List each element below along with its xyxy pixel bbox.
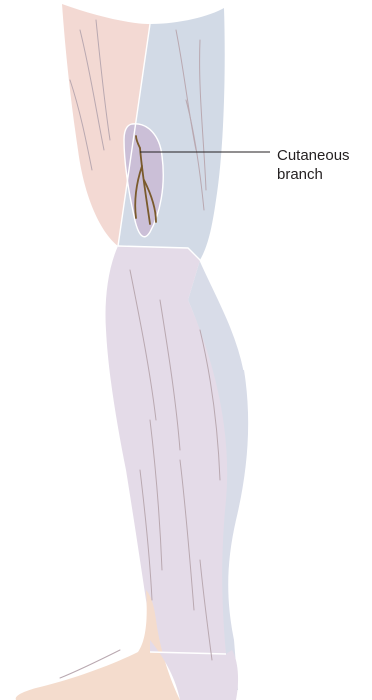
label-line-2: branch	[277, 165, 350, 184]
cutaneous-branch-label: Cutaneous branch	[277, 146, 350, 184]
label-line-1: Cutaneous	[277, 146, 350, 165]
